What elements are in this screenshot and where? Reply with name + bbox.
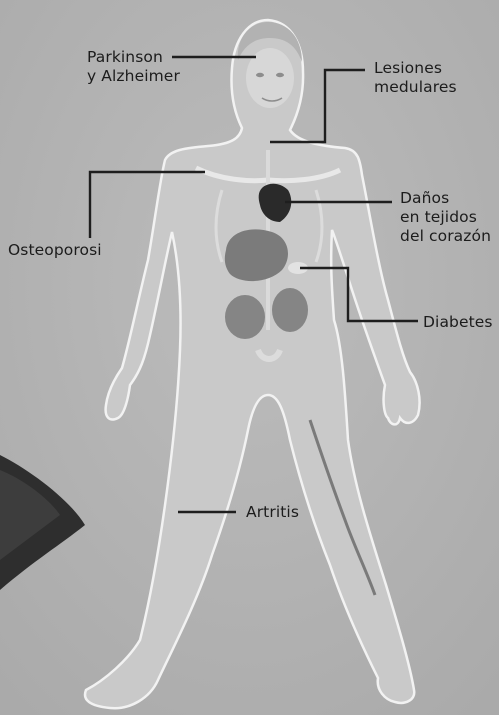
kidney-left	[225, 295, 265, 339]
right-eye	[276, 73, 284, 77]
label-artritis: Artritis	[246, 503, 299, 522]
label-osteoporosi: Osteoporosi	[8, 241, 102, 260]
label-danos-line3: del corazón	[400, 227, 491, 246]
label-parkinson: Parkinson y Alzheimer	[87, 48, 180, 86]
left-eye	[256, 73, 264, 77]
label-lesiones-line1: Lesiones	[374, 59, 457, 78]
label-diabetes: Diabetes	[423, 313, 493, 332]
label-lesiones: Lesiones medulares	[374, 59, 457, 97]
label-parkinson-line2: y Alzheimer	[87, 67, 180, 86]
kidney-right	[272, 288, 308, 332]
label-danos-line1: Daños	[400, 189, 491, 208]
label-danos-line2: en tejidos	[400, 208, 491, 227]
label-danos: Daños en tejidos del corazón	[400, 189, 491, 246]
label-parkinson-line1: Parkinson	[87, 48, 180, 67]
label-lesiones-line2: medulares	[374, 78, 457, 97]
